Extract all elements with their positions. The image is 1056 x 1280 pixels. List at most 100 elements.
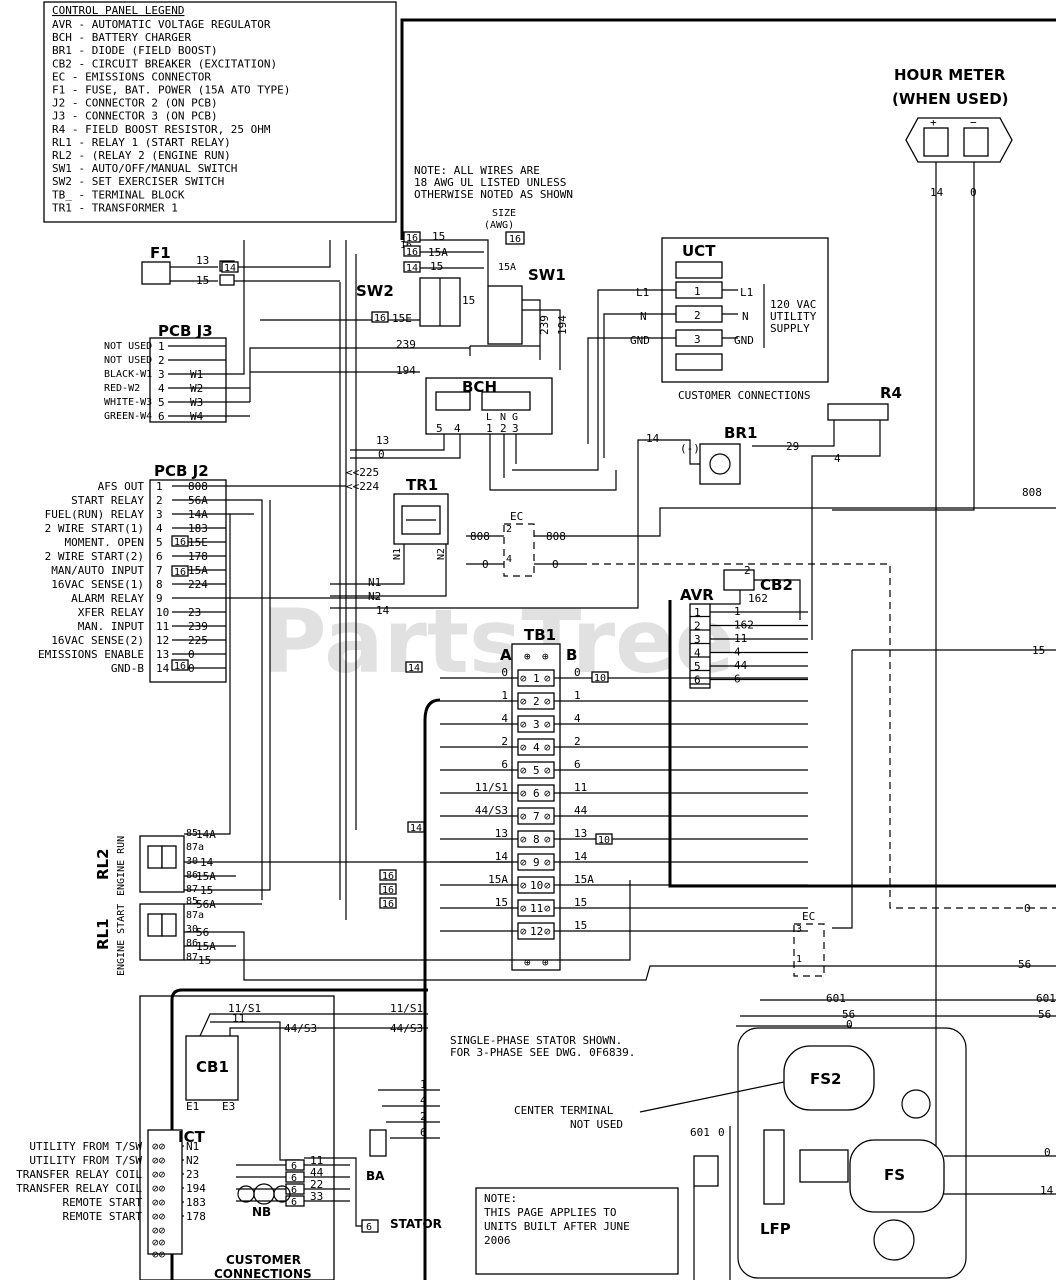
tb1-number: 7	[533, 810, 540, 823]
svg-text:TR1: TR1	[406, 476, 438, 494]
tb1-left-label: 1	[501, 689, 508, 702]
svg-text:LFP: LFP	[760, 1220, 791, 1238]
hour-meter: HOUR METER (WHEN USED) + − 14 0	[832, 66, 1013, 1180]
svg-text:E1: E1	[186, 1100, 199, 1113]
svg-text:UCT: UCT	[682, 242, 716, 260]
tb1-left-label: 11/S1	[475, 781, 508, 794]
emissions-connector-top: EC 2 4 808 808 0 0	[466, 507, 1056, 909]
tb1-bottom-symbol: ⊕	[524, 956, 531, 969]
j3-wire-label: W1	[190, 368, 203, 381]
svg-text:A: A	[500, 646, 512, 664]
j2-wire-label: 14A	[188, 508, 208, 521]
ict-wire-label: 183	[186, 1196, 206, 1209]
svg-text:(WHEN USED): (WHEN USED)	[892, 90, 1009, 108]
tb1-right-label: 13	[574, 827, 587, 840]
svg-text:2: 2	[506, 524, 512, 535]
j2-pin-number: 8	[156, 578, 163, 591]
svg-text:(AWG): (AWG)	[484, 220, 514, 231]
j3-pin-name: NOT USED	[104, 341, 152, 352]
ict-screw: ⊘⊘	[152, 1196, 165, 1209]
svg-text:SW1: SW1	[528, 266, 566, 284]
svg-text:RL1: RL1	[94, 918, 112, 950]
svg-text:14: 14	[646, 432, 660, 445]
tb1-screw: ⊘	[520, 833, 527, 846]
tb1-right-label: 0	[574, 666, 581, 679]
svg-text:PCB J3: PCB J3	[158, 322, 213, 340]
tb1-number: 12	[530, 925, 543, 938]
svg-text:56: 56	[842, 1008, 855, 1021]
tb1-screw: ⊘	[520, 902, 527, 915]
ba-wire-label: 6	[420, 1126, 427, 1139]
tb1-left-label: 0	[501, 666, 508, 679]
tb1-screw: ⊘	[520, 695, 527, 708]
circuit-breaker-cb1: CB1 E1 E3 11/S1 11 44/S3 11/S1 44/S3	[185, 1002, 428, 1161]
legend-item: SW2 - SET EXERCISER SWITCH	[52, 175, 224, 188]
tb1-screw: ⊘	[520, 879, 527, 892]
svg-text:15: 15	[462, 294, 475, 307]
ba-wire-label: 4	[420, 1094, 427, 1107]
ict-screw: ⊘⊘	[152, 1236, 165, 1249]
tb1-screw: ⊘	[520, 672, 527, 685]
svg-text:14: 14	[1040, 1184, 1054, 1197]
j2-wire-label: 225	[188, 634, 208, 647]
tb1-number: 3	[533, 718, 540, 731]
ict-wire-label: 194	[186, 1182, 206, 1195]
svg-text:3: 3	[796, 924, 802, 935]
relay-contact	[161, 845, 177, 869]
fuse-f1: F1 13 15	[141, 240, 340, 287]
relay-contact	[161, 913, 177, 937]
tb1-screw: ⊘	[520, 787, 527, 800]
j2-pin-number: 13	[156, 648, 169, 661]
tb1-screw: ⊘	[544, 695, 551, 708]
svg-text:STATOR: STATOR	[390, 1217, 442, 1231]
ict-wire-label: N1	[186, 1140, 199, 1153]
svg-text:239: 239	[396, 338, 416, 351]
svg-text:N: N	[742, 310, 749, 323]
gauge-tag	[221, 261, 239, 273]
j2-pin-name: MAN. INPUT	[78, 620, 145, 633]
tb1-right-label: 1	[574, 689, 581, 702]
ba-wire-label: 2	[420, 1110, 427, 1123]
j3-pin-number: 4	[158, 382, 165, 395]
emissions-connector-bottom: EC 3 1	[793, 910, 825, 977]
svg-text:4: 4	[506, 554, 512, 565]
avr-wire-label: 162	[734, 619, 754, 632]
j2-pin-number: 14	[156, 662, 170, 675]
tb1-left-label: 13	[495, 827, 508, 840]
svg-text:SUPPLY: SUPPLY	[770, 322, 810, 335]
stator-wire-label: 44	[310, 1166, 324, 1179]
avr-wire-label: 6	[734, 673, 741, 686]
ict-row-name: UTILITY FROM T/SW	[29, 1154, 142, 1167]
ict-row-name: UTILITY FROM T/SW	[29, 1140, 142, 1153]
svg-text:15: 15	[430, 260, 443, 273]
svg-text:13: 13	[196, 254, 209, 267]
j2-pin-name: EMISSIONS ENABLE	[38, 648, 144, 661]
j2-wire-label: 239	[188, 620, 208, 633]
stator-wire-label: 33	[310, 1190, 323, 1203]
svg-text:2006: 2006	[484, 1234, 511, 1247]
j2-wire-label: 0	[188, 648, 195, 661]
j2-pin-number: 11	[156, 620, 169, 633]
gauge-tag-label: 16	[174, 537, 186, 548]
j2-wire-label: 183	[188, 522, 208, 535]
svg-text:14: 14	[930, 186, 944, 199]
gauge-tag	[171, 535, 189, 547]
tb1-right-label: 11	[574, 781, 587, 794]
svg-text:R4: R4	[880, 384, 902, 402]
svg-text:6: 6	[366, 1222, 372, 1233]
tb1-left-label: 4	[501, 712, 508, 725]
svg-text:BA: BA	[366, 1169, 385, 1183]
svg-text:NOTE: ALL WIRES ARE: NOTE: ALL WIRES ARE	[414, 164, 540, 177]
svg-text:ENGINE START: ENGINE START	[116, 904, 127, 976]
j2-pin-name: 2 WIRE START(2)	[45, 550, 144, 563]
tb1-left-label: 15A	[488, 873, 508, 886]
svg-text:14: 14	[376, 604, 390, 617]
ict-screw: ⊘⊘	[152, 1154, 165, 1167]
gauge-tag	[595, 833, 613, 845]
gauge-tag	[405, 661, 423, 673]
